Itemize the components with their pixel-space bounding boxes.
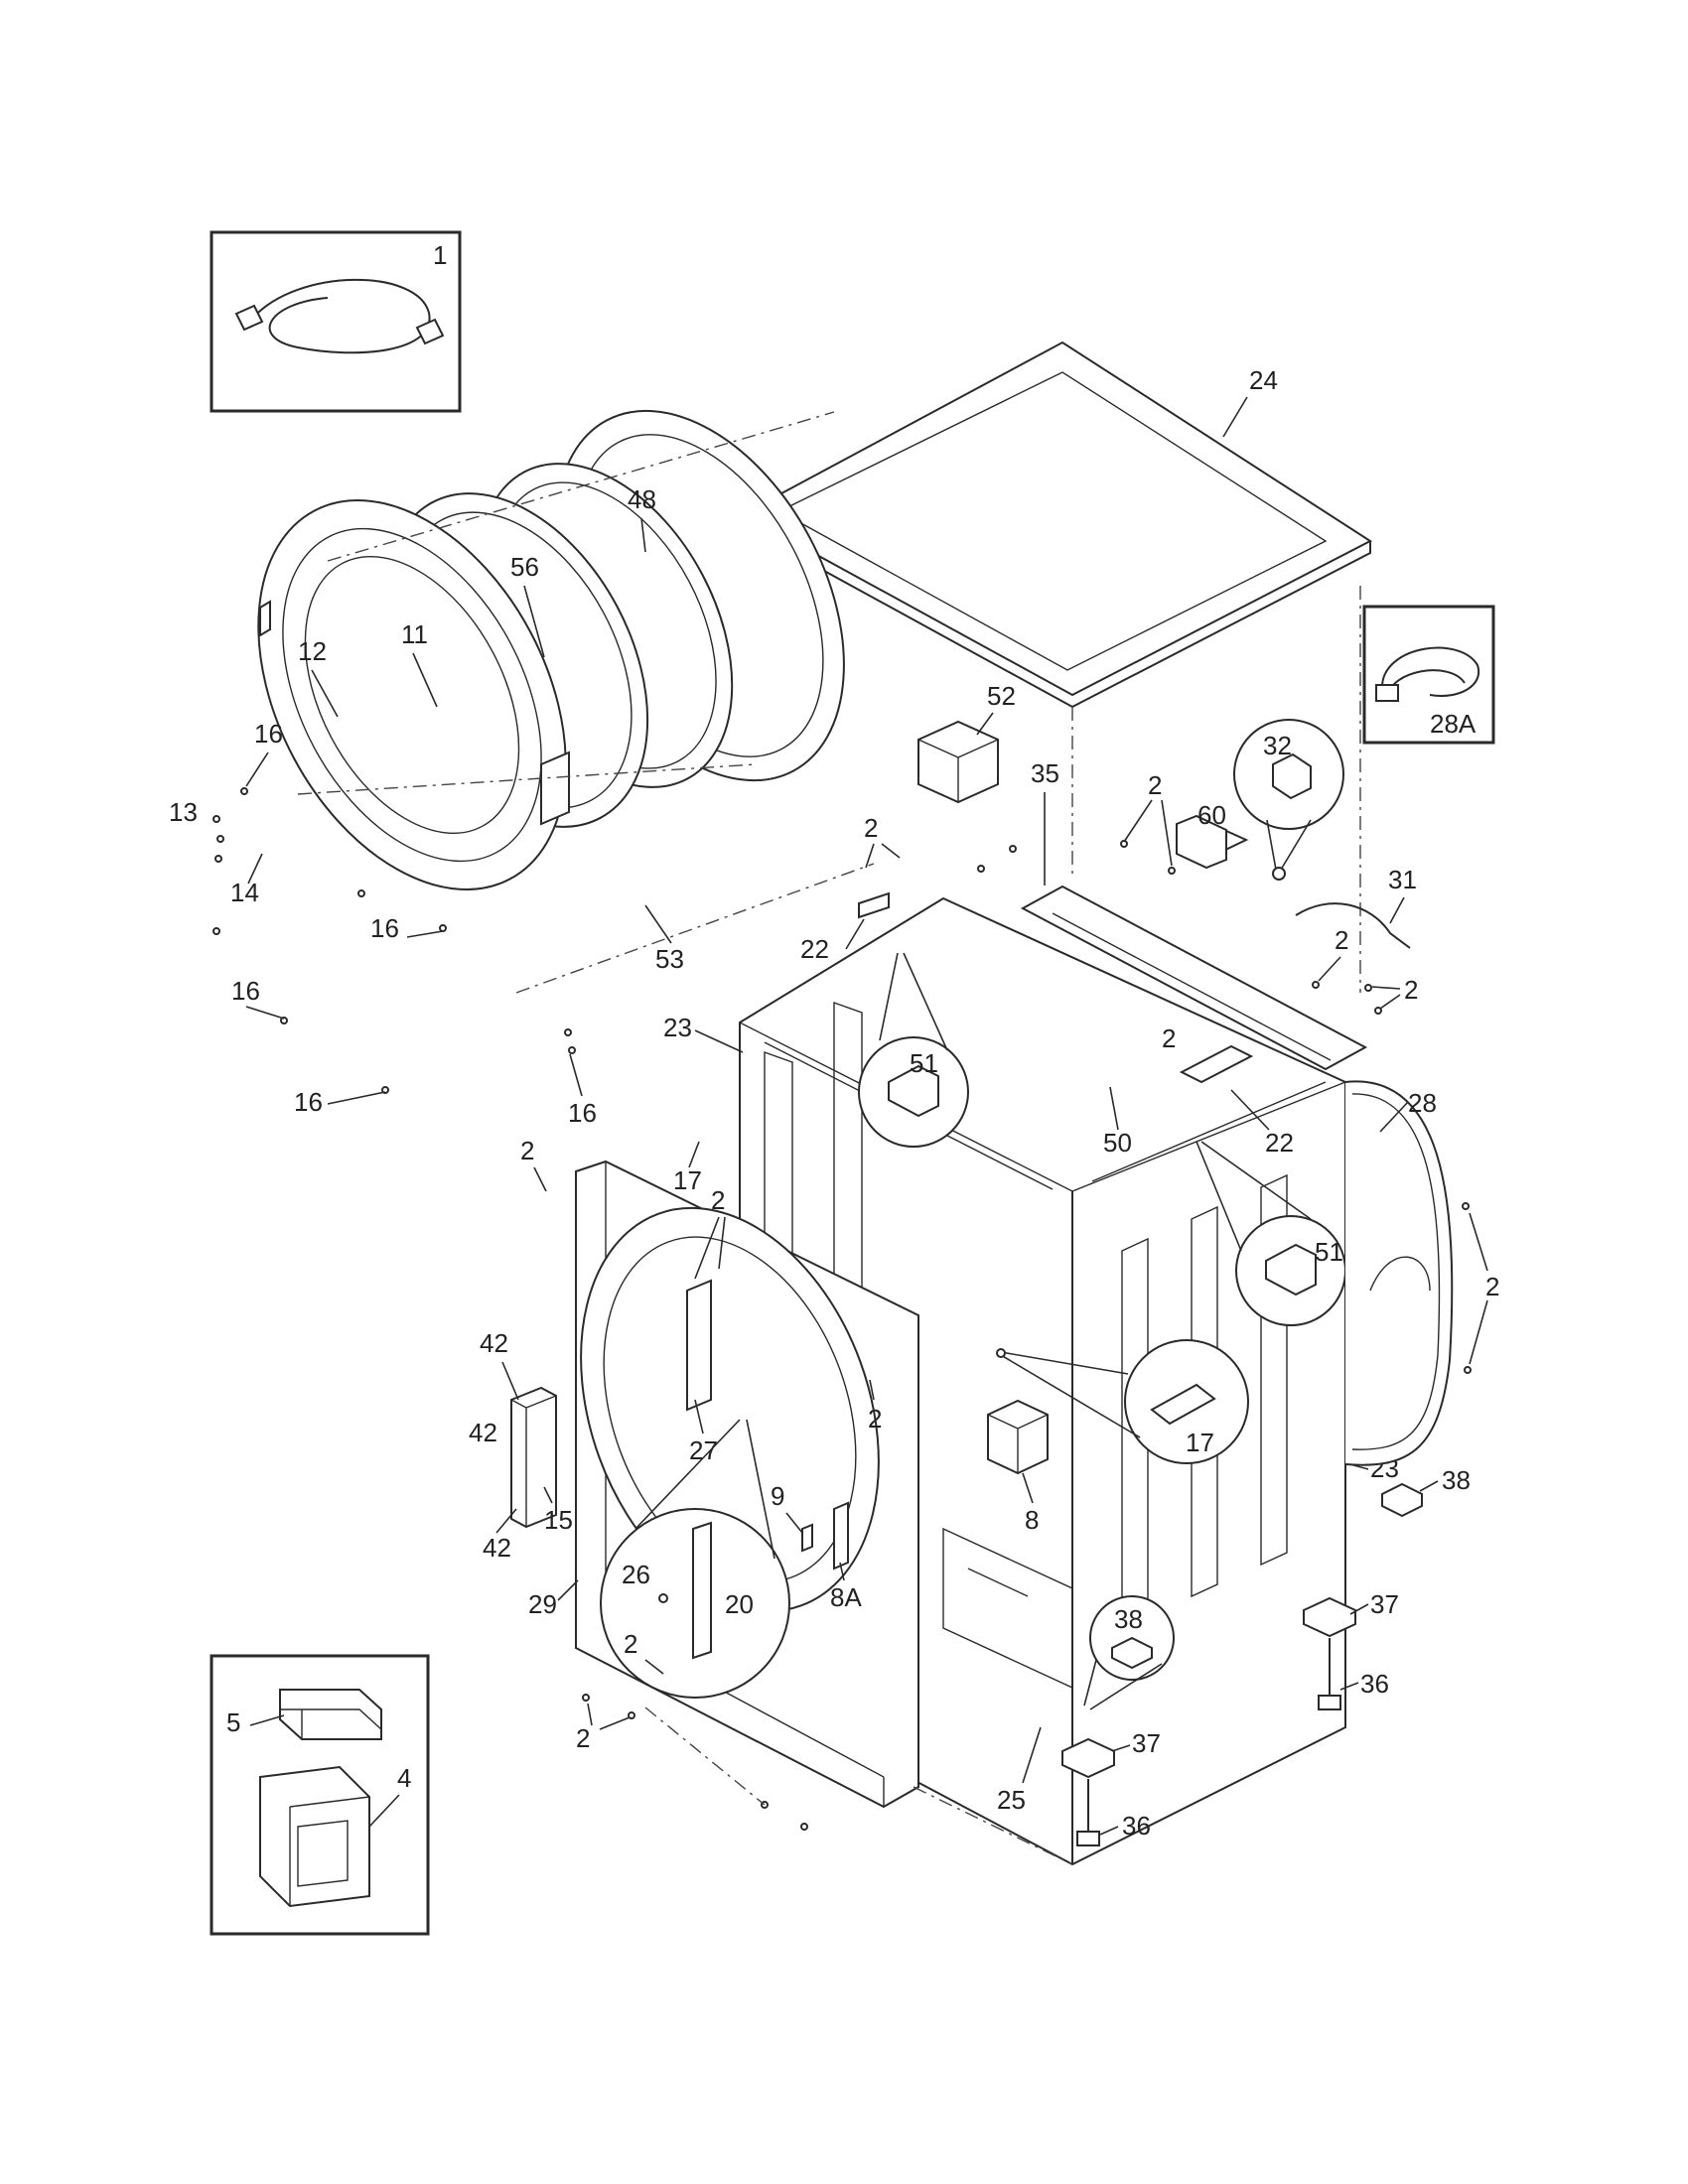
- label-36-b: 36: [1122, 1811, 1151, 1841]
- front-panel: [575, 1160, 919, 1809]
- label-8: 8: [1025, 1505, 1039, 1535]
- inset-box-hose: 1: [210, 230, 462, 413]
- lower-screws: [582, 1694, 808, 1831]
- label-42-a: 42: [480, 1328, 508, 1358]
- door-assembly: [257, 409, 875, 994]
- label-27: 27: [689, 1435, 718, 1465]
- label-2-b: 2: [1335, 925, 1348, 955]
- label-4: 4: [397, 1763, 411, 1793]
- part-8-valve: [987, 1399, 1049, 1475]
- rear-panel: [1344, 1080, 1454, 1466]
- label-2-i: 2: [868, 1404, 882, 1433]
- label-37-b: 37: [1132, 1728, 1161, 1758]
- label-38-a: 38: [1442, 1465, 1471, 1495]
- label-51-b: 51: [1315, 1237, 1343, 1267]
- label-2-h: 2: [711, 1185, 725, 1215]
- label-8A: 8A: [830, 1582, 862, 1612]
- label-20: 20: [725, 1589, 754, 1619]
- label-2-c: 2: [1404, 975, 1418, 1005]
- label-16-d: 16: [294, 1087, 323, 1117]
- label-29: 29: [528, 1589, 557, 1619]
- label-1: 1: [433, 240, 447, 270]
- label-24: 24: [1249, 365, 1278, 395]
- part-22-bracket-left: [858, 891, 890, 919]
- part-60-switch: [1176, 814, 1227, 870]
- label-16-a: 16: [254, 719, 283, 749]
- inset-box-control-board: 5 4: [210, 1654, 430, 1936]
- label-38-b: 38: [1114, 1604, 1143, 1634]
- rear-screws: [1462, 1202, 1472, 1374]
- label-22-b: 22: [1265, 1128, 1294, 1158]
- label-2-d: 2: [864, 813, 878, 843]
- label-35: 35: [1031, 758, 1059, 788]
- label-16-b: 16: [370, 913, 399, 943]
- label-42-c: 42: [483, 1533, 511, 1563]
- part-52-block: 52: [917, 681, 1016, 804]
- label-17-a: 17: [673, 1165, 702, 1195]
- label-50: 50: [1103, 1128, 1132, 1158]
- detail-circle-38: 38: [1083, 1595, 1175, 1710]
- label-13: 13: [169, 797, 198, 827]
- label-52: 52: [987, 681, 1016, 711]
- label-26: 26: [622, 1560, 650, 1589]
- detail-circle-51-left: 51: [858, 952, 969, 1148]
- label-12: 12: [298, 636, 327, 666]
- label-48: 48: [628, 484, 656, 514]
- label-28A: 28A: [1430, 709, 1477, 739]
- foot-front: [1061, 1737, 1115, 1846]
- label-14: 14: [230, 878, 259, 907]
- label-2-a: 2: [1148, 770, 1162, 800]
- label-16-e: 16: [568, 1098, 597, 1128]
- hinge: [510, 1386, 557, 1529]
- label-15: 15: [544, 1505, 573, 1535]
- label-37-a: 37: [1370, 1589, 1399, 1619]
- label-36-a: 36: [1360, 1669, 1389, 1699]
- detail-circle-17: 17: [996, 1339, 1249, 1464]
- part-22-bracket-right: [1179, 1044, 1254, 1084]
- label-2-e: 2: [1162, 1024, 1176, 1053]
- label-5: 5: [226, 1707, 240, 1737]
- label-2-k: 2: [576, 1723, 590, 1753]
- label-2-f: 2: [1485, 1272, 1499, 1301]
- label-51-a: 51: [910, 1048, 938, 1078]
- label-2-j: 2: [624, 1629, 637, 1659]
- detail-circle-32: 32: [1233, 719, 1344, 881]
- part-9-8A: [801, 1501, 849, 1570]
- detail-circle-51-right: 51: [1196, 1141, 1346, 1326]
- label-22-a: 22: [800, 934, 829, 964]
- door-screws: [212, 787, 576, 1094]
- label-60: 60: [1197, 800, 1226, 830]
- label-42-b: 42: [469, 1418, 497, 1447]
- label-53: 53: [655, 944, 684, 974]
- label-16-c: 16: [231, 976, 260, 1006]
- foot-right: [1303, 1482, 1423, 1710]
- label-9: 9: [771, 1481, 784, 1511]
- label-11: 11: [401, 619, 428, 649]
- inset-box-clamp: 28A: [1362, 605, 1495, 745]
- label-2-g: 2: [520, 1136, 534, 1165]
- label-25: 25: [997, 1785, 1026, 1815]
- detail-circle-26-20: 26 20 2: [600, 1419, 790, 1699]
- label-32: 32: [1263, 731, 1292, 760]
- label-56: 56: [510, 552, 539, 582]
- label-31: 31: [1388, 865, 1417, 894]
- label-23-a: 23: [663, 1013, 692, 1042]
- label-28: 28: [1408, 1088, 1437, 1118]
- label-17-b: 17: [1186, 1428, 1214, 1457]
